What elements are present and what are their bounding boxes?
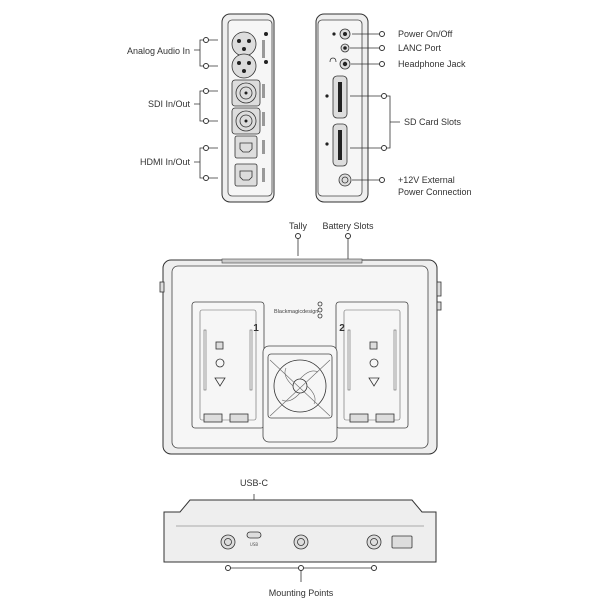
battery-slot-2: 2 — [335, 301, 409, 429]
power-callout: Power On/Off — [352, 29, 453, 39]
hdmi-in-out-label: HDMI In/Out — [140, 157, 191, 167]
back-view: 1 2 Blackmagicdesign — [159, 258, 442, 455]
headphone-jack-label: Headphone Jack — [398, 59, 466, 69]
usb-port-marking: USB — [250, 542, 258, 547]
sd-card-slot-2 — [332, 123, 348, 167]
bottom-view: USB — [163, 499, 437, 563]
tally-label: Tally — [289, 221, 308, 231]
hdmi-connector-2 — [234, 163, 258, 187]
lanc-port-label: LANC Port — [398, 43, 442, 53]
cooling-fan-vent — [262, 345, 338, 443]
ext-power-label-line2: Power Connection — [398, 187, 472, 197]
sd-card-callout: SD Card Slots — [350, 93, 462, 151]
mounting-point-center — [293, 534, 309, 550]
right-side-view — [315, 13, 369, 203]
sdi-bnc-connector-2 — [231, 107, 261, 135]
tally-strip — [221, 258, 363, 264]
sdi-callout: SDI In/Out — [148, 88, 218, 124]
power-on-off-label: Power On/Off — [398, 29, 453, 39]
sd-card-slots-label: SD Card Slots — [404, 117, 462, 127]
mounting-point-left — [220, 534, 236, 550]
ext-power-callout: +12V External Power Connection — [352, 175, 472, 197]
ext-power-label-line1: +12V External — [398, 175, 455, 185]
mounting-points-label: Mounting Points — [269, 588, 334, 598]
mounting-points-callout: Mounting Points — [225, 565, 377, 598]
battery-slot-1: 1 — [191, 301, 265, 429]
hdmi-callout: HDMI In/Out — [140, 145, 218, 181]
sdi-in-out-label: SDI In/Out — [148, 99, 191, 109]
headphone-callout: Headphone Jack — [351, 59, 466, 69]
sd-card-slot-1 — [332, 75, 348, 119]
battery-slot-2-number: 2 — [339, 323, 345, 334]
battery-slot-1-number: 1 — [253, 323, 259, 334]
brand-logo-text: Blackmagicdesign — [274, 309, 318, 315]
xlr-connector-1 — [231, 31, 257, 57]
brand-mark-icon — [317, 301, 323, 319]
lanc-callout: LANC Port — [350, 43, 442, 53]
analog-audio-callout: Analog Audio In — [127, 37, 218, 69]
power-button — [339, 28, 351, 40]
hdmi-connector-1 — [234, 135, 258, 159]
usb-c-port: USB — [246, 531, 262, 547]
dc-power-connector — [338, 173, 352, 187]
headphone-jack — [329, 57, 351, 70]
analog-audio-in-label: Analog Audio In — [127, 46, 190, 56]
sdi-bnc-connector-1 — [231, 79, 261, 107]
lanc-port — [340, 43, 350, 53]
left-side-view — [221, 13, 275, 203]
usb-c-label: USB-C — [240, 478, 269, 488]
battery-slots-label: Battery Slots — [322, 221, 374, 231]
xlr-connector-2 — [231, 53, 257, 79]
mounting-point-right — [366, 534, 382, 550]
